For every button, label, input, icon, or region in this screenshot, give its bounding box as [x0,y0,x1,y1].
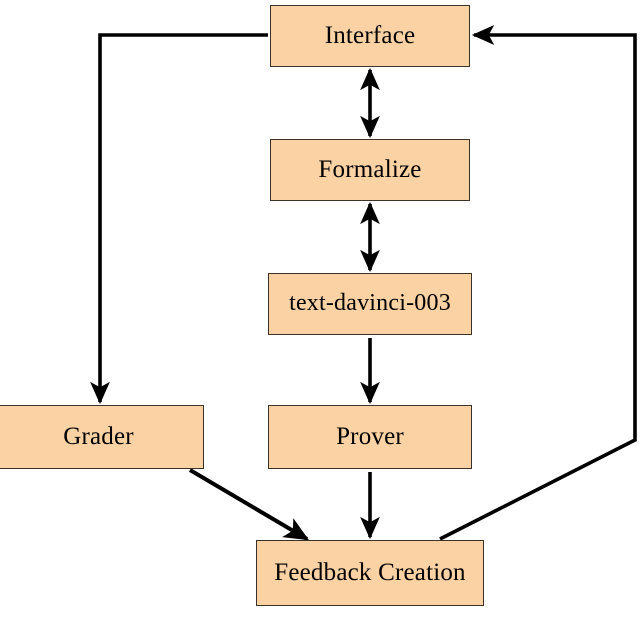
node-prover-label: Prover [336,422,404,450]
node-formalize-label: Formalize [318,155,422,183]
node-interface[interactable]: Interface [270,5,470,67]
node-feedback-creation-label: Feedback Creation [274,558,466,586]
node-text-davinci-003[interactable]: text-davinci-003 [268,273,472,335]
node-interface-label: Interface [324,21,416,49]
node-grader[interactable]: Grader [0,405,204,469]
node-prover[interactable]: Prover [268,405,472,469]
node-text-davinci-003-label: text-davinci-003 [289,290,451,316]
node-feedback-creation[interactable]: Feedback Creation [256,540,484,606]
node-formalize[interactable]: Formalize [270,139,470,201]
node-grader-label: Grader [63,422,134,450]
edge-grader-feedback [188,468,310,541]
edge-interface-grader [90,33,268,405]
edge-feedback-interface [439,25,637,541]
